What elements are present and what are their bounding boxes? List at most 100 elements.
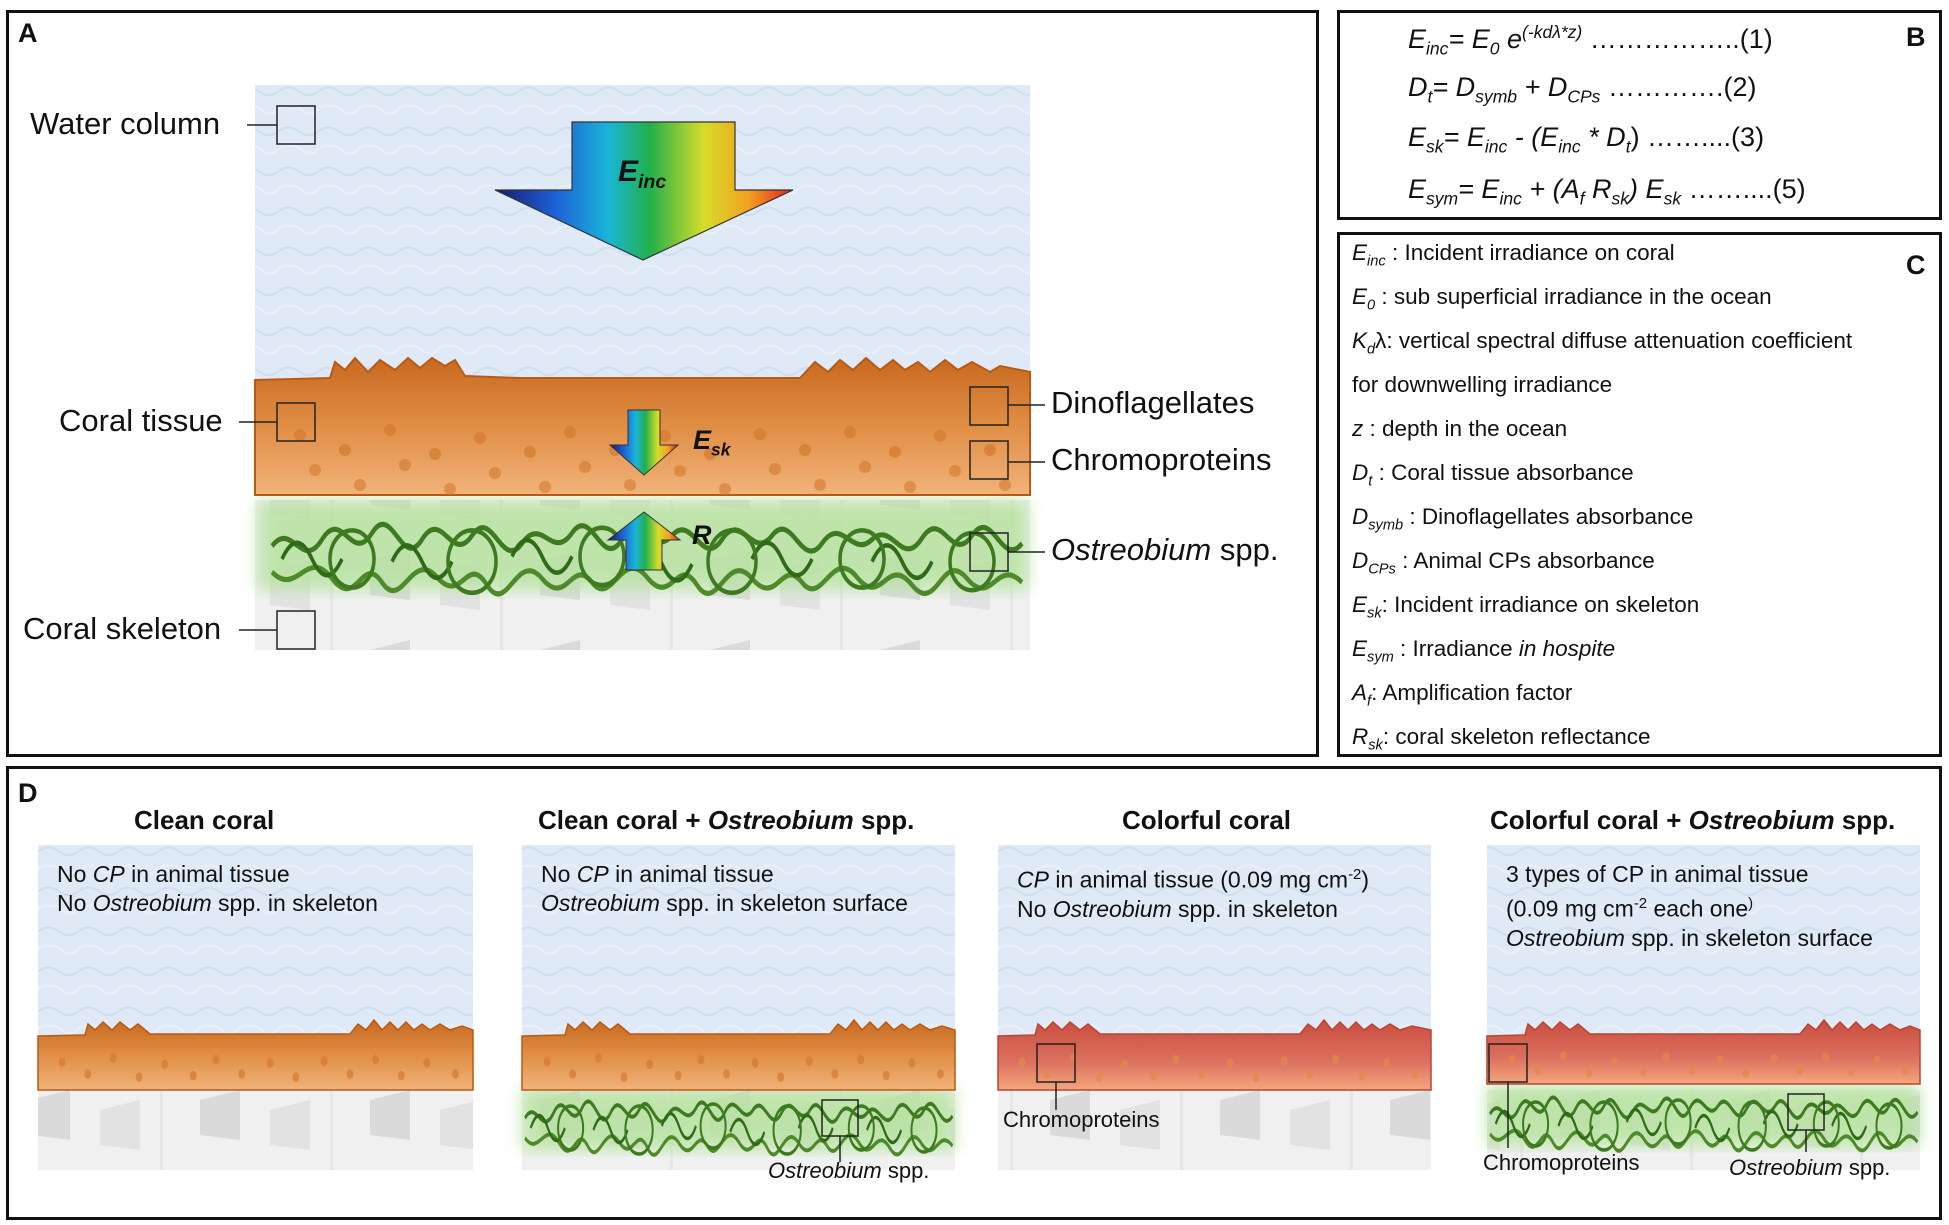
equation-2: Dt= Dsymb + DCPs ………….(2): [1408, 72, 1756, 107]
def-text: : sub superficial irradiance in the ocea…: [1375, 284, 1772, 309]
title-italic: Ostreobium: [707, 805, 854, 835]
scenario-desc-2: No CP in animal tissue Ostreobium spp. i…: [541, 860, 908, 918]
label-dinoflagellates: Dinoflagellates: [1051, 385, 1255, 420]
def-sym: E: [1352, 284, 1368, 309]
label-ostreobium-spp: spp.: [1219, 532, 1279, 567]
eq3-b-sub: inc: [1558, 136, 1581, 157]
t: Ostreobium: [541, 890, 660, 916]
scenario-desc-3: CP in animal tissue (0.09 mg cm-2) No Os…: [1017, 860, 1369, 924]
def-rsk: Rsk: coral skeleton reflectance: [1352, 724, 1651, 754]
eq1-mid: = E: [1448, 24, 1490, 54]
t: spp. in skeleton: [1171, 895, 1338, 922]
def-kd-cont: for downwelling irradiance: [1352, 372, 1612, 398]
callout-chromoproteins-4: Chromoproteins: [1483, 1150, 1640, 1175]
callout-ostreobium-2: Ostreobium spp.: [768, 1158, 929, 1184]
eq1-lhs: E: [1408, 24, 1427, 54]
eq3-a: = E: [1443, 122, 1485, 152]
equation-5: Esym= Einc + (Af Rsk) Esk ……....(5): [1408, 174, 1806, 209]
eq3-lhs-sub: sk: [1426, 136, 1444, 157]
eq3-a-sub: inc: [1484, 136, 1508, 157]
equation-3: Esk= Einc - (Einc * Dt) ……....(3): [1408, 122, 1764, 157]
eq5-b: + (A: [1521, 174, 1580, 204]
eq5-lhs: E: [1408, 174, 1427, 204]
t: in animal tissue: [124, 861, 290, 887]
def-sub: symb: [1368, 517, 1404, 534]
def-esym: Esym : Irradiance in hospite: [1352, 636, 1615, 666]
scenario-title-1: Clean coral: [134, 805, 274, 836]
def-text: : coral skeleton reflectance: [1382, 724, 1651, 749]
eq1-num: ……………..(1): [1582, 24, 1773, 54]
def-e0: E0 : sub superficial irradiance in the o…: [1352, 284, 1772, 314]
eq1-mid-sub: 0: [1489, 38, 1500, 59]
t: No: [1017, 895, 1053, 922]
t: -2: [1348, 866, 1362, 883]
label-ostreobium-genus: Ostreobium: [1051, 532, 1212, 567]
eq5-lhs-sub: sym: [1426, 188, 1459, 209]
def-esk: Esk: Incident irradiance on skeleton: [1352, 592, 1699, 622]
eq2-num: ………….(2): [1600, 72, 1757, 102]
def-sym: E: [1352, 240, 1368, 265]
scenario-title-4: Colorful coral + Ostreobium spp.: [1490, 805, 1895, 836]
scenario-title-3: Colorful coral: [1122, 805, 1291, 836]
arrow-label-e-sk-sub: sk: [711, 439, 731, 460]
def-sym: A: [1352, 680, 1368, 705]
callout-chromoproteins-3: Chromoproteins: [1003, 1107, 1160, 1132]
t: Ostreobium: [92, 890, 212, 916]
eq2-b-sub: CPs: [1567, 86, 1601, 107]
def-text: : Incident irradiance on skeleton: [1381, 592, 1700, 617]
t: spp. in skeleton surface: [659, 890, 908, 916]
t: spp. in skeleton surface: [1624, 924, 1873, 951]
def-text: : Animal CPs absorbance: [1395, 548, 1655, 573]
panel-a-diagram: [239, 85, 1045, 650]
def-sub: t: [1368, 473, 1373, 490]
eq1-sup: (-kdλ*z): [1522, 22, 1583, 42]
panel-label-b: B: [1906, 22, 1926, 52]
panel-label-d: D: [18, 778, 38, 808]
arrow-label-e-inc-sub: inc: [638, 171, 667, 193]
def-dcps: DCPs : Animal CPs absorbance: [1352, 548, 1655, 578]
def-sym: D: [1352, 460, 1369, 485]
def-sym: E: [1352, 592, 1368, 617]
callout-ostreobium-4: Ostreobium spp.: [1729, 1155, 1890, 1181]
panel-a: [6, 10, 1319, 757]
arrow-label-r: R: [692, 520, 712, 550]
t: Ostreobium: [768, 1158, 882, 1183]
title-italic: Ostreobium: [1688, 805, 1835, 835]
scenario-title-2: Clean coral + Ostreobium spp.: [538, 805, 914, 836]
label-coral-tissue: Coral tissue: [59, 403, 223, 438]
title-tail: spp.: [1834, 805, 1896, 835]
eq5-a: = E: [1458, 174, 1500, 204]
def-sym: R: [1352, 724, 1369, 749]
def-sym: D: [1352, 504, 1369, 529]
title-tail: spp.: [853, 805, 915, 835]
t: spp.: [881, 1158, 930, 1183]
t: CP: [1017, 866, 1049, 893]
arrow-label-e-sk: Esk: [693, 425, 731, 460]
arrow-label-e-inc-main: E: [618, 155, 639, 188]
label-ostreobium: Ostreobium spp.: [1051, 532, 1278, 568]
scene-colorful-coral-ostreobium: [1486, 845, 1921, 1170]
title-text: Colorful coral +: [1490, 805, 1689, 835]
def-af: Af: Amplification factor: [1352, 680, 1572, 710]
def-dsymb: Dsymb : Dinoflagellates absorbance: [1352, 504, 1693, 534]
def-sub: 0: [1367, 297, 1376, 314]
panel-d: [6, 766, 1942, 1220]
def-text: for downwelling irradiance: [1352, 372, 1613, 397]
scene-colorful-coral: [997, 845, 1432, 1170]
def-sub: inc: [1367, 253, 1386, 270]
eq2-a-sub: symb: [1475, 86, 1518, 107]
def-kd: Kdλ: vertical spectral diffuse attenuati…: [1352, 328, 1852, 358]
t: spp.: [1842, 1155, 1891, 1180]
def-sym: z: [1352, 416, 1364, 441]
title-text: Clean coral +: [538, 805, 708, 835]
def-sub: sk: [1368, 737, 1383, 754]
def-dt: Dt : Coral tissue absorbance: [1352, 460, 1634, 490]
def-sym: E: [1352, 636, 1368, 661]
eq5-a-sub: inc: [1499, 188, 1522, 209]
title-text: Colorful coral: [1122, 805, 1292, 835]
label-water-column: Water column: [30, 106, 221, 141]
def-text: λ: vertical spectral diffuse attenuation…: [1375, 328, 1853, 353]
eq3-c-sub: t: [1625, 136, 1631, 157]
t: Ostreobium: [1052, 895, 1172, 922]
